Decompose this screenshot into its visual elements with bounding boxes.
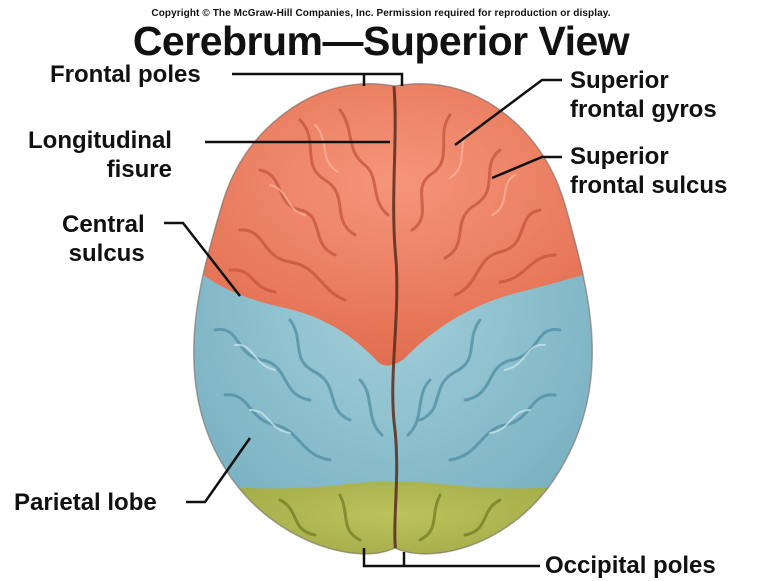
label-central-sulcus: Central sulcus [62, 210, 145, 268]
label-occipital-poles: Occipital poles [545, 551, 716, 580]
label-longitudinal-fisure: Longitudinal fisure [28, 126, 172, 184]
label-frontal-poles: Frontal poles [50, 60, 201, 89]
label-parietal-lobe: Parietal lobe [14, 488, 157, 517]
label-superior-frontal-sulcus: Superior frontal sulcus [570, 142, 727, 200]
label-superior-frontal-gyros: Superior frontal gyros [570, 66, 717, 124]
